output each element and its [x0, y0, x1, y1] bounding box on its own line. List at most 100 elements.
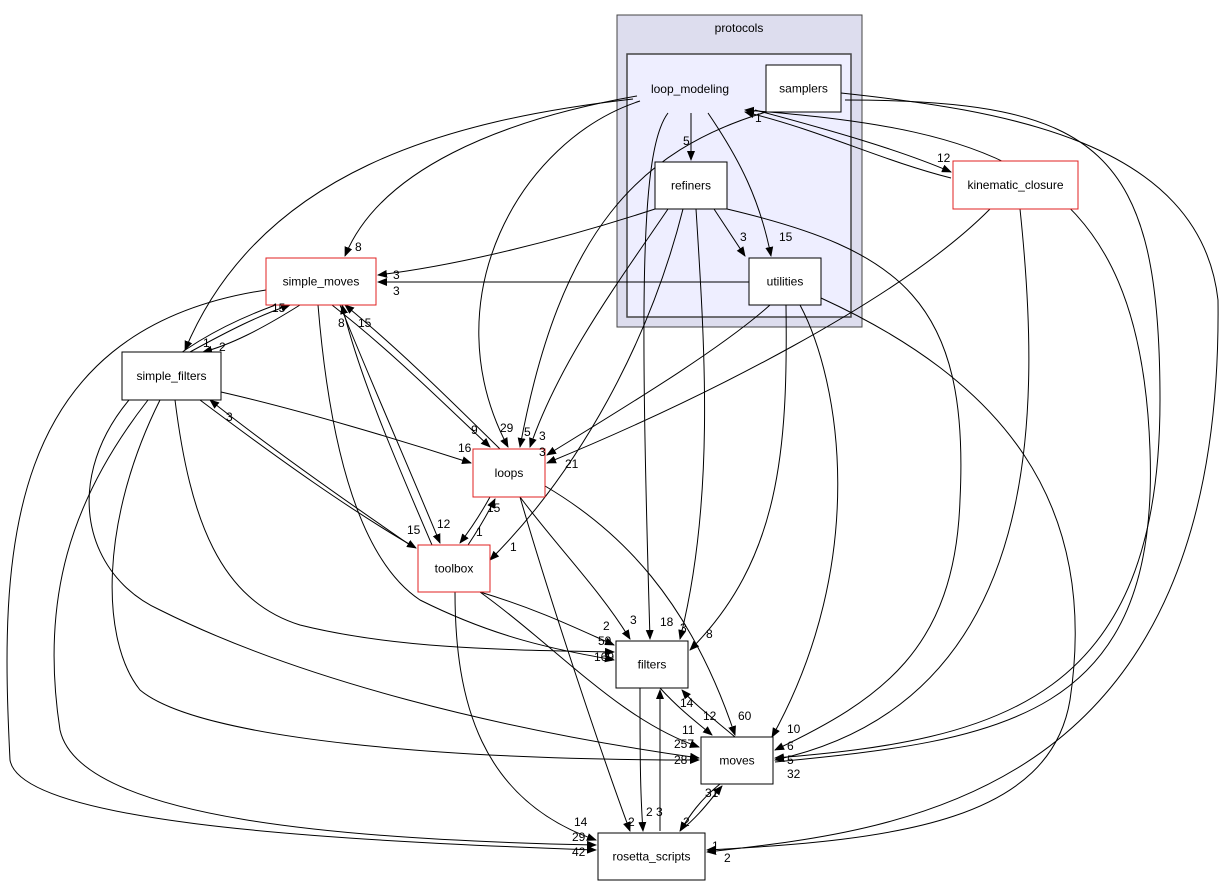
node-rosetta-scripts[interactable]: rosetta_scripts	[597, 832, 706, 881]
edge-label: 29	[500, 421, 514, 435]
edge-loops-to-toolbox[interactable]	[459, 496, 491, 544]
edge-label: 5	[787, 753, 794, 767]
edge-kinematic-closure-to-loop-modeling[interactable]	[744, 110, 952, 179]
node-label: refiners	[671, 179, 711, 193]
edge-label: 1	[203, 336, 210, 350]
edge-samplers-to-loops[interactable]	[517, 111, 767, 448]
edge-label: 8	[355, 240, 362, 254]
edge-label: 3	[393, 284, 400, 298]
edge-simple-moves-to-loops[interactable]	[331, 304, 491, 448]
edge-refiners-to-filters[interactable]	[678, 208, 706, 640]
edge-loops-to-moves[interactable]	[544, 485, 736, 736]
node-label: kinematic_closure	[967, 178, 1063, 192]
edge-label: 29	[572, 830, 586, 844]
edge-label: 169	[594, 650, 614, 664]
edge-samplers-to-rosetta-scripts[interactable]	[706, 92, 1219, 855]
node-label: samplers	[779, 82, 828, 96]
edge-loop-modeling-to-simple-filters[interactable]	[184, 98, 634, 351]
edge-utilities-to-filters[interactable]	[689, 304, 787, 651]
edge-label: 2	[724, 851, 731, 865]
edge-simple-filters-to-moves[interactable]	[111, 399, 700, 764]
edge-simple-moves-to-simple-filters[interactable]	[202, 304, 301, 354]
edge-loop-modeling-to-kinematic-closure[interactable]	[754, 109, 952, 173]
node-label: simple_filters	[136, 369, 206, 383]
node-label: utilities	[767, 275, 804, 289]
edge-label: 12	[437, 517, 451, 531]
edge-simple-moves-to-toolbox[interactable]	[339, 304, 441, 544]
edge-label: 15	[779, 230, 793, 244]
edge-simple-filters-to-loops[interactable]	[220, 391, 472, 465]
edge-refiners-to-simple-moves[interactable]	[377, 208, 656, 278]
edge-loop-modeling-to-loops[interactable]	[478, 100, 641, 448]
edge-kinematic-closure-to-moves[interactable]	[774, 208, 1030, 762]
node-label: moves	[719, 754, 754, 768]
edge-label: 5	[524, 425, 531, 439]
edge-label: 3	[630, 613, 637, 627]
edge-refiners-to-moves[interactable]	[726, 208, 962, 751]
node-label: loops	[495, 466, 524, 480]
edge-toolbox-to-filters[interactable]	[479, 591, 615, 646]
node-simple-moves[interactable]: simple_moves	[265, 257, 377, 306]
edge-label: 2	[219, 340, 226, 354]
edge-simple-filters-to-filters[interactable]	[174, 399, 615, 656]
edge-refiners-to-utilities[interactable]	[713, 208, 746, 257]
edge-label: 3	[680, 621, 687, 635]
edge-label: 15	[272, 301, 286, 315]
edge-loops-to-simple-moves[interactable]	[344, 304, 501, 450]
edge-moves-to-loop-modeling[interactable]	[744, 106, 1151, 763]
edge-label: 1	[755, 111, 762, 125]
edge-toolbox-to-simple-filters[interactable]	[209, 399, 411, 546]
edge-utilities-to-rosetta-scripts[interactable]	[706, 297, 1076, 854]
edge-toolbox-to-rosetta-scripts[interactable]	[454, 591, 597, 841]
edge-filters-to-moves[interactable]	[659, 687, 713, 736]
edge-refiners-to-toolbox[interactable]	[489, 208, 684, 561]
edge-label: 8	[338, 316, 345, 330]
edge-loop-modeling-to-simple-moves[interactable]	[344, 95, 638, 257]
edge-utilities-to-loops[interactable]	[546, 304, 771, 456]
edge-samplers-to-moves[interactable]	[774, 99, 1161, 762]
edge-toolbox-to-moves[interactable]	[479, 591, 700, 748]
edge-simple-moves-to-filters[interactable]	[317, 304, 615, 663]
edge-loops-to-filters[interactable]	[519, 496, 631, 640]
cluster-loop-modeling-label: loop_modeling	[651, 82, 729, 96]
edge-moves-to-filters[interactable]	[681, 689, 736, 738]
node-simple-filters[interactable]: simple_filters	[121, 351, 222, 401]
node-moves[interactable]: moves	[700, 736, 774, 785]
edge-label: 15	[407, 523, 421, 537]
edge-filters-to-rosetta-scripts[interactable]	[638, 687, 647, 832]
edge-label: 1	[476, 525, 483, 539]
edge-refiners-to-loops[interactable]	[529, 208, 669, 448]
edge-label: 257	[674, 737, 694, 751]
edge-label: 15	[358, 316, 372, 330]
edge-loops-to-rosetta-scripts[interactable]	[519, 496, 631, 832]
edge-loop-modeling-to-filters[interactable]	[643, 112, 669, 640]
edge-kinematic-closure-to-loops[interactable]	[546, 208, 991, 464]
cluster-protocols-label: protocols	[715, 21, 764, 35]
edge-simple-moves-to-rosetta-scripts[interactable]	[6, 289, 597, 854]
node-refiners[interactable]: refiners	[654, 161, 728, 210]
edge-toolbox-to-loops[interactable]	[467, 498, 496, 546]
edge-utilities-to-moves[interactable]	[771, 304, 839, 738]
node-samplers[interactable]: samplers	[765, 64, 842, 113]
node-kinematic-closure[interactable]: kinematic_closure	[952, 160, 1079, 210]
edge-label: 1	[510, 540, 517, 554]
node-utilities[interactable]: utilities	[748, 257, 822, 306]
edge-label: 3	[539, 429, 546, 443]
edge-simple-filters-to-simple-moves[interactable]	[189, 304, 291, 353]
node-label: simple_moves	[283, 275, 360, 289]
edge-label: 5	[683, 134, 690, 148]
edge-labels: 5153812918121513313633810221322159151281…	[203, 111, 951, 865]
node-label: rosetta_scripts	[612, 850, 690, 864]
edge-label: 28	[674, 753, 688, 767]
node-loops[interactable]: loops	[472, 448, 546, 498]
node-filters[interactable]: filters	[615, 640, 689, 689]
edge-simple-filters-to-rosetta-scripts[interactable]	[53, 399, 597, 849]
edge-rosetta-scripts-to-moves[interactable]	[679, 785, 723, 832]
node-toolbox[interactable]: toolbox	[417, 544, 491, 593]
edge-label: 21	[565, 457, 579, 471]
edge-simple-filters-to-toolbox[interactable]	[199, 399, 417, 549]
edge-label: 59	[598, 634, 612, 648]
edge-label: 12	[937, 151, 951, 165]
edge-toolbox-to-simple-moves[interactable]	[340, 304, 433, 546]
edge-label: 11	[682, 723, 695, 737]
